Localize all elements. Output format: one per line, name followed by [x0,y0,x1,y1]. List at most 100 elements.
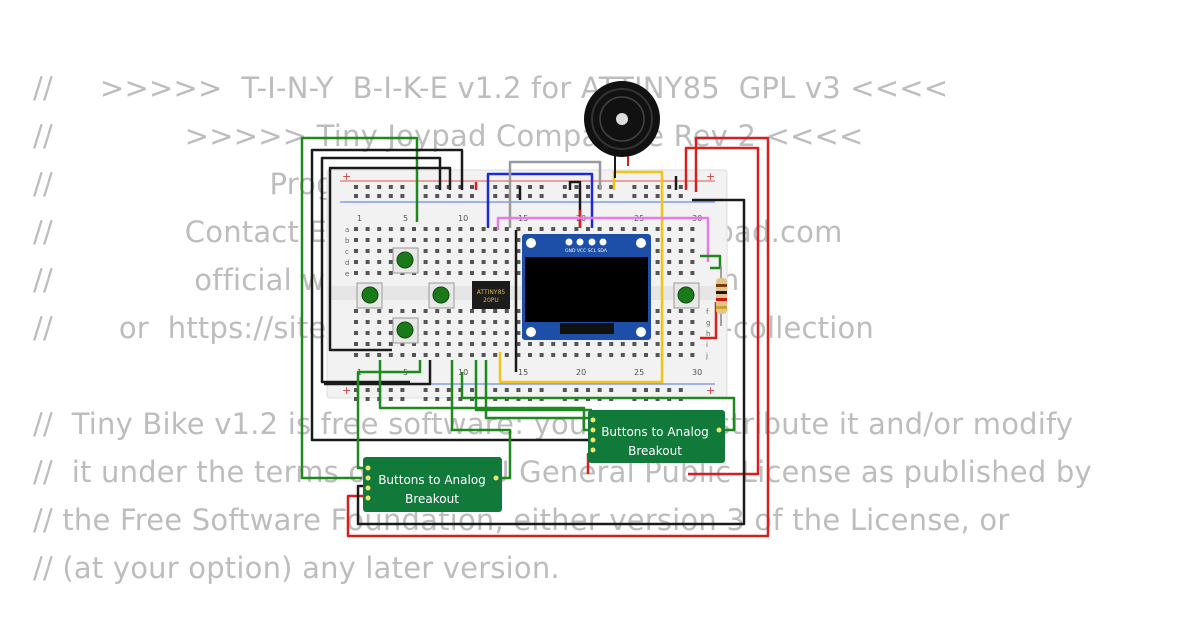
wire-gray [508,160,602,228]
breadboard-hole [632,227,637,231]
breadboard-hole [504,227,509,231]
breadboard-hole [539,185,544,189]
breadboard-hole [493,388,498,392]
breadboard-hole [458,227,463,231]
breadboard-hole [481,309,486,313]
breadboard-hole [516,309,521,313]
breadboard-hole [435,260,440,264]
breadboard-hole [597,388,602,392]
breadboard-hole [678,342,683,346]
breadboard-hole [388,271,393,275]
breadboard-hole [504,342,509,346]
button-fire[interactable] [673,282,700,309]
breadboard-hole [458,397,463,401]
breadboard-hole [493,331,498,335]
breadboard-hole [504,331,509,335]
breadboard-hole [388,238,393,242]
breadboard-hole [458,342,463,346]
breadboard-hole [400,342,405,346]
rail-plus-label: + [706,384,715,397]
row-letter: j [705,352,708,360]
button-left[interactable] [356,282,383,309]
breadboard-hole [446,342,451,346]
col-number: 20 [576,368,586,377]
breadboard-hole [470,331,474,335]
breadboard-hole [400,353,405,357]
breadboard-hole [609,388,614,392]
breadboard-hole [586,185,590,189]
breadboard-hole [667,194,672,198]
breadboard-hole [481,260,486,264]
col-number: 5 [403,214,408,223]
breadboard-hole [655,249,660,253]
breadboard-hole [504,309,509,313]
breadboard-hole [388,342,393,346]
breadboard-hole [655,185,660,189]
breadboard-hole [365,388,370,392]
breadboard-hole [562,194,567,198]
button-down[interactable] [392,317,419,344]
breadboard-hole [435,238,440,242]
breadboard-hole [551,353,556,357]
breadboard-hole [678,331,683,335]
breadboard-hole [655,271,660,275]
code-line: // (at your option) any later version. [33,551,560,585]
breadboard-hole [481,353,486,357]
breadboard-hole [435,185,440,189]
breadboard-hole [644,342,648,346]
breadboard-hole [446,271,451,275]
breadboard-hole [388,320,393,324]
breadboard-hole [493,271,498,275]
breadboard-hole [354,309,358,313]
breadboard-hole [365,238,370,242]
breadboard-hole [667,388,672,392]
button-up[interactable] [392,247,419,274]
analog-breakout-left: Buttons to Analog Breakout [363,457,502,512]
breadboard-hole [504,320,509,324]
wire-red [346,136,770,538]
breadboard-hole [354,271,358,275]
breadboard-hole [458,331,463,335]
breadboard-hole [481,342,486,346]
breadboard-hole [655,227,660,231]
breadboard-hole [412,238,416,242]
breadboard-hole [354,320,358,324]
breadboard-hole [481,227,486,231]
breadboard-hole [528,227,532,231]
breadboard-hole [539,227,544,231]
col-number: 30 [692,368,702,377]
breadboard-hole [388,260,393,264]
breadboard-hole [470,388,474,392]
breadboard-hole [388,397,393,401]
breadboard-hole [354,185,358,189]
breadboard-hole [423,227,428,231]
breadboard-hole [493,309,498,313]
breadboard-hole [446,249,451,253]
breadboard-hole [597,227,602,231]
breadboard-hole [574,227,579,231]
breadboard-hole [609,227,614,231]
breadboard-hole [667,331,672,335]
breadboard-hole [470,320,474,324]
breadboard-hole [597,353,602,357]
col-number: 10 [458,214,468,223]
row-letter: a [345,226,349,234]
breadboard-hole [354,227,358,231]
breadboard-hole [562,227,567,231]
breadboard-hole [597,342,602,346]
row-letter: i [706,341,708,349]
breadboard-hole [377,353,382,357]
breadboard-hole [470,227,474,231]
wire-red [684,146,760,476]
wire-green [484,360,592,420]
breadboard-hole [574,194,579,198]
button-right[interactable] [428,282,455,309]
breadboard-hole [539,194,544,198]
wire-green [378,360,592,432]
breadboard-hole [667,260,672,264]
breadboard-hole [690,238,695,242]
breadboard-hole [516,320,521,324]
breadboard-hole [655,320,660,324]
breadboard-hole [504,185,509,189]
breadboard-hole [423,271,428,275]
